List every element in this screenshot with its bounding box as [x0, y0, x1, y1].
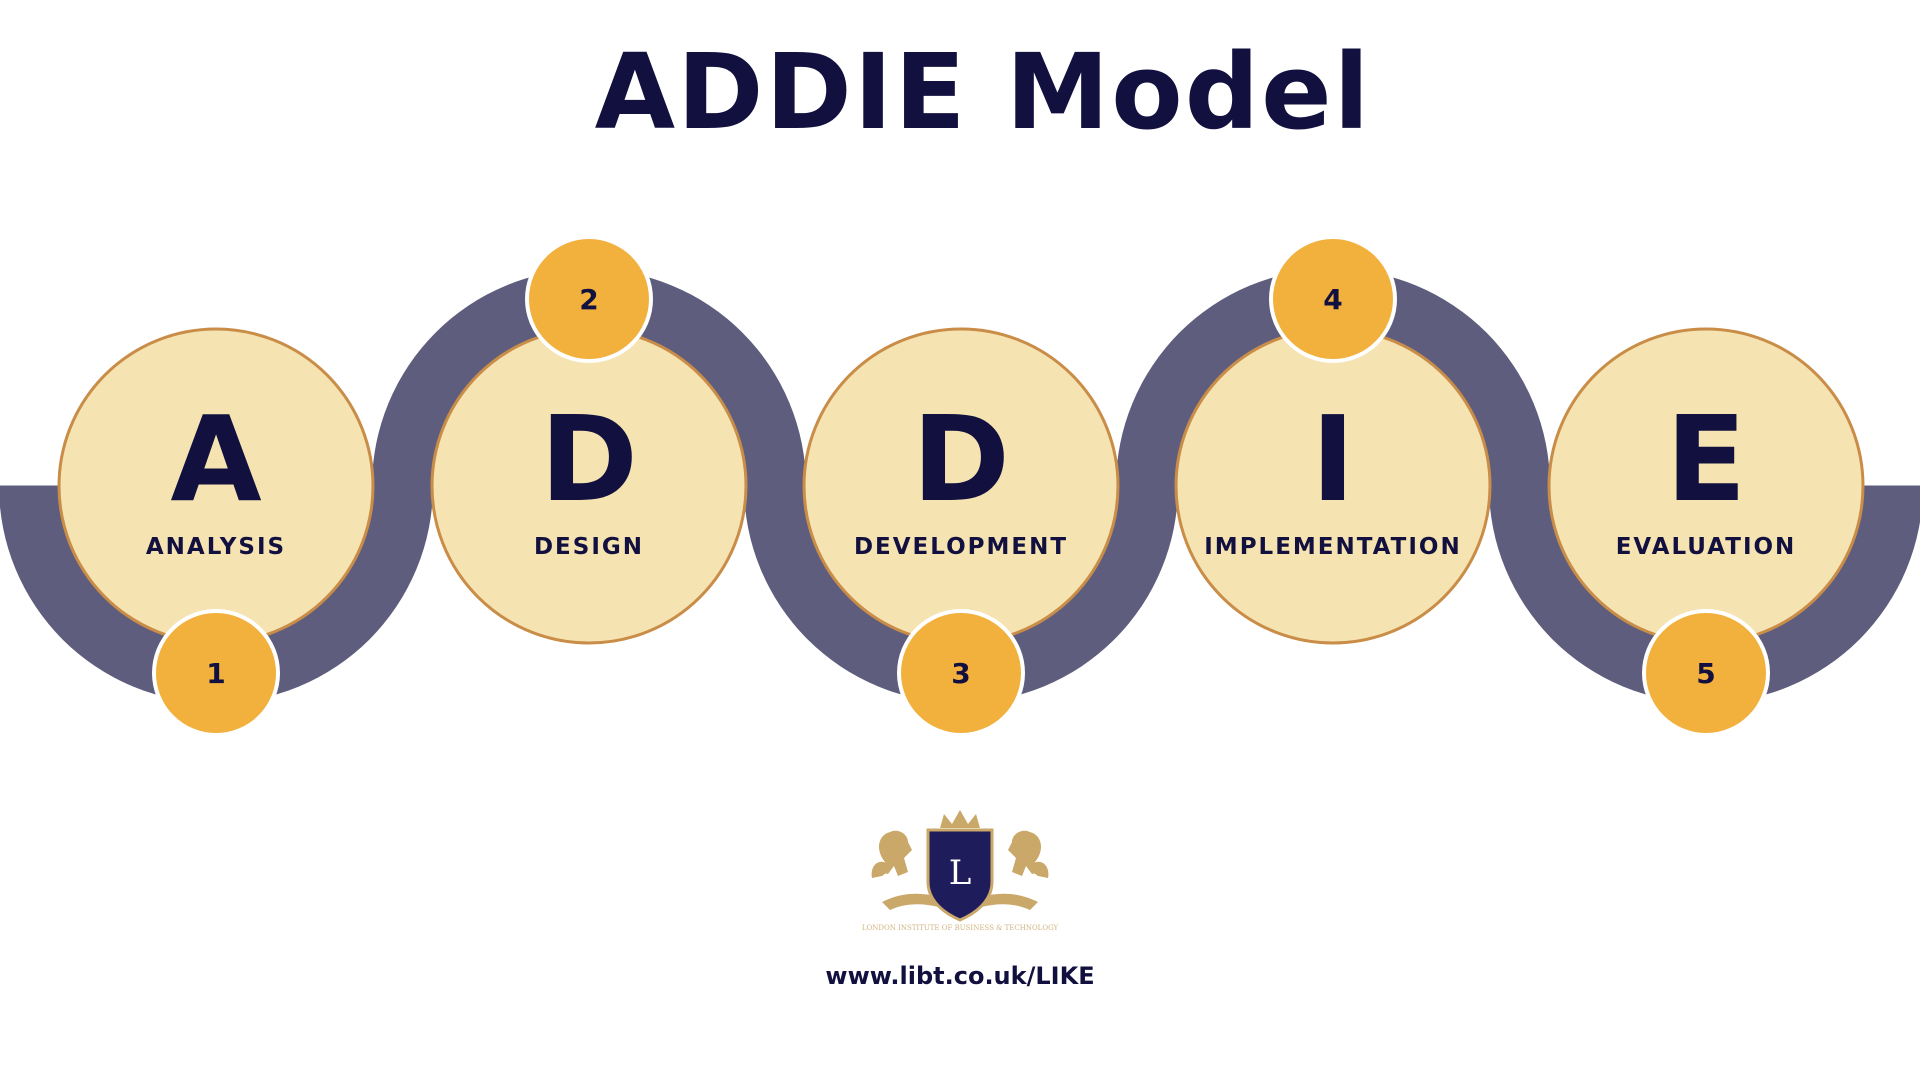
stage-analysis: A ANALYSIS — [57, 327, 375, 645]
number-badges: 1 2 3 4 5 — [152, 235, 1770, 737]
stage-letter: A — [170, 390, 261, 528]
stage-letter: I — [1311, 390, 1355, 528]
band-arc — [372, 269, 806, 486]
badge-circle — [1646, 613, 1766, 733]
stage-label: DESIGN — [534, 534, 644, 560]
stage-label: DEVELOPMENT — [854, 534, 1068, 560]
logo-caption: LONDON INSTITUTE OF BUSINESS & TECHNOLOG… — [862, 924, 1059, 932]
step-number: 3 — [951, 657, 970, 690]
step-badge-2: 2 — [525, 235, 653, 363]
badge-circle — [901, 613, 1021, 733]
crown-icon — [940, 810, 980, 828]
badge-circle — [1273, 239, 1393, 359]
step-number: 5 — [1696, 657, 1715, 690]
stage-label: IMPLEMENTATION — [1204, 534, 1461, 560]
stage-implementation: I IMPLEMENTATION — [1174, 327, 1492, 645]
right-lion-icon — [1008, 830, 1049, 878]
step-badge-3: 3 — [897, 609, 1025, 737]
stage-letter: D — [540, 390, 638, 528]
website-link[interactable]: www.libt.co.uk/LIKE — [825, 962, 1094, 990]
shield-icon — [926, 828, 994, 922]
band-arc — [1489, 486, 1920, 703]
left-lion-icon — [871, 830, 912, 878]
stage-evaluation: E EVALUATION — [1547, 327, 1865, 645]
step-number: 2 — [579, 283, 598, 316]
stage-design: D DESIGN — [430, 327, 748, 645]
band-arc — [0, 486, 433, 703]
stage-label: EVALUATION — [1616, 534, 1797, 560]
step-badge-4: 4 — [1269, 235, 1397, 363]
band-arc — [744, 486, 1178, 703]
logo-initial: L — [949, 853, 972, 893]
stage-letter: E — [1666, 390, 1747, 528]
stage-development: D DEVELOPMENT — [802, 327, 1120, 645]
lion-crest-logo: L LONDON INSTITUTE OF BUSINESS & TECHNOL… — [862, 810, 1059, 932]
badge-circle — [529, 239, 649, 359]
step-badge-1: 1 — [152, 609, 280, 737]
stage-letter: D — [912, 390, 1010, 528]
step-badge-5: 5 — [1642, 609, 1770, 737]
step-number: 4 — [1323, 283, 1342, 316]
page-title: ADDIE Model — [595, 31, 1372, 153]
stage-circles: A ANALYSIS D DESIGN D DEVELOPMENT I IMPLEMENTAT… — [57, 327, 1865, 645]
step-number: 1 — [206, 657, 225, 690]
badge-circle — [156, 613, 276, 733]
band-arc — [1116, 269, 1550, 486]
stage-label: ANALYSIS — [146, 534, 286, 560]
wave-band — [0, 269, 1920, 703]
ribbon-icon — [882, 893, 1038, 914]
